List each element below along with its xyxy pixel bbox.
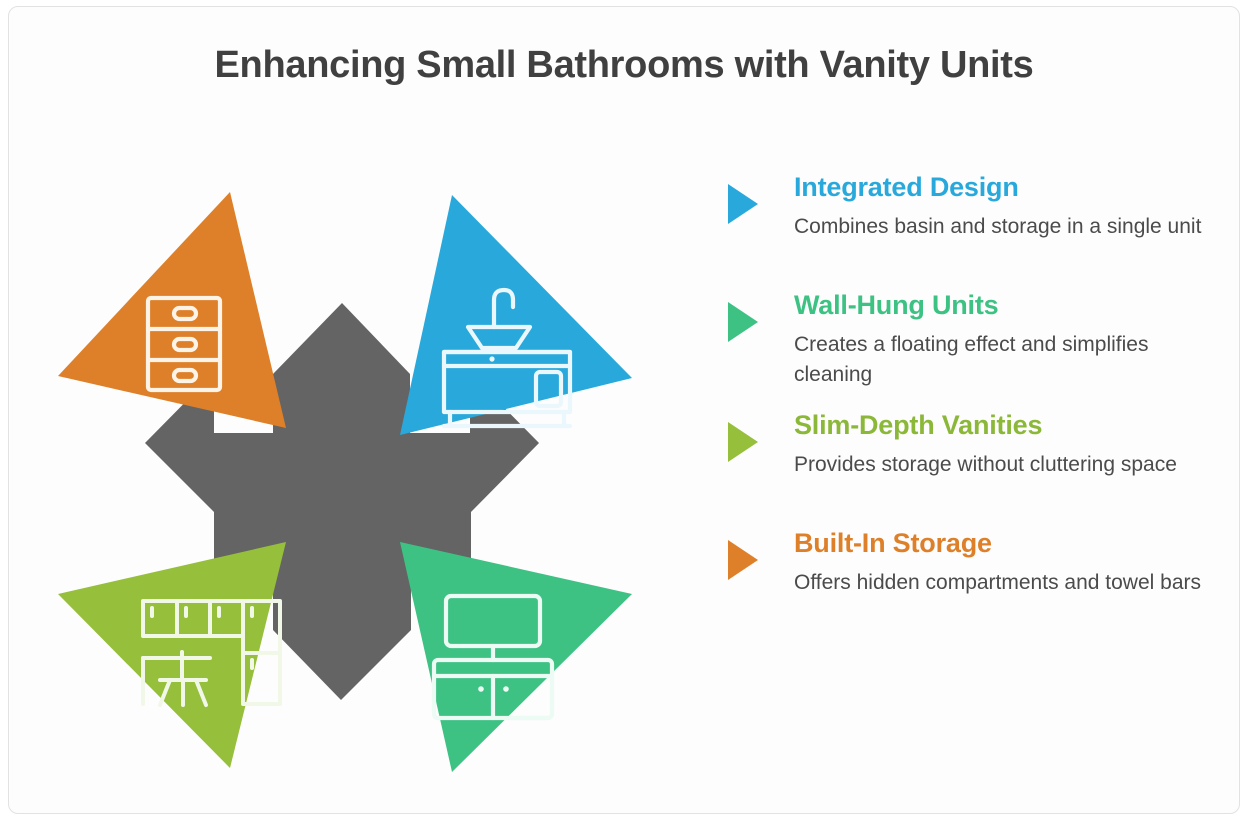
list-item-description: Provides storage without cluttering spac… <box>794 453 1177 477</box>
list-item[interactable]: Slim-Depth Vanities Provides storage wit… <box>720 410 1220 508</box>
triangle-right-icon <box>728 421 758 462</box>
list-item-description: Combines basin and storage in a single u… <box>794 215 1202 239</box>
slim-cabinet-chair-icon <box>141 599 282 707</box>
list-item[interactable]: Integrated Design Combines basin and sto… <box>720 172 1220 270</box>
wedge-top-right-blue[interactable] <box>400 195 632 435</box>
list-item-heading: Integrated Design <box>794 172 1019 202</box>
list-item-heading: Wall-Hung Units <box>794 290 999 320</box>
triangle-right-icon <box>728 302 758 342</box>
drawer-cabinet-icon <box>145 295 223 393</box>
triangle-right-icon <box>728 184 758 224</box>
mirror-cabinet-icon <box>431 593 555 721</box>
wedge-top-left-orange[interactable] <box>58 192 286 428</box>
vanity-wedge-diagram <box>30 160 680 800</box>
page-title: Enhancing Small Bathrooms with Vanity Un… <box>214 44 1034 86</box>
list-item-heading: Built-In Storage <box>794 527 992 558</box>
wedge-bottom-right-green[interactable] <box>400 542 632 772</box>
feature-list: Integrated Design Combines basin and sto… <box>720 172 1220 626</box>
wedge-bottom-left-lime[interactable] <box>58 542 286 768</box>
list-item[interactable]: Built-In Storage Offers hidden compartme… <box>720 528 1220 626</box>
list-item-description: Offers hidden compartments and towel bar… <box>794 571 1201 595</box>
list-item[interactable]: Wall-Hung Units Creates a floating effec… <box>720 290 1220 390</box>
center-cross-shape <box>145 303 539 700</box>
triangle-right-icon <box>728 539 758 580</box>
vanity-sink-icon <box>441 287 573 429</box>
list-item-description: Creates a floating effect and simplifies… <box>794 333 1149 387</box>
list-item-heading: Slim-Depth Vanities <box>794 409 1043 440</box>
